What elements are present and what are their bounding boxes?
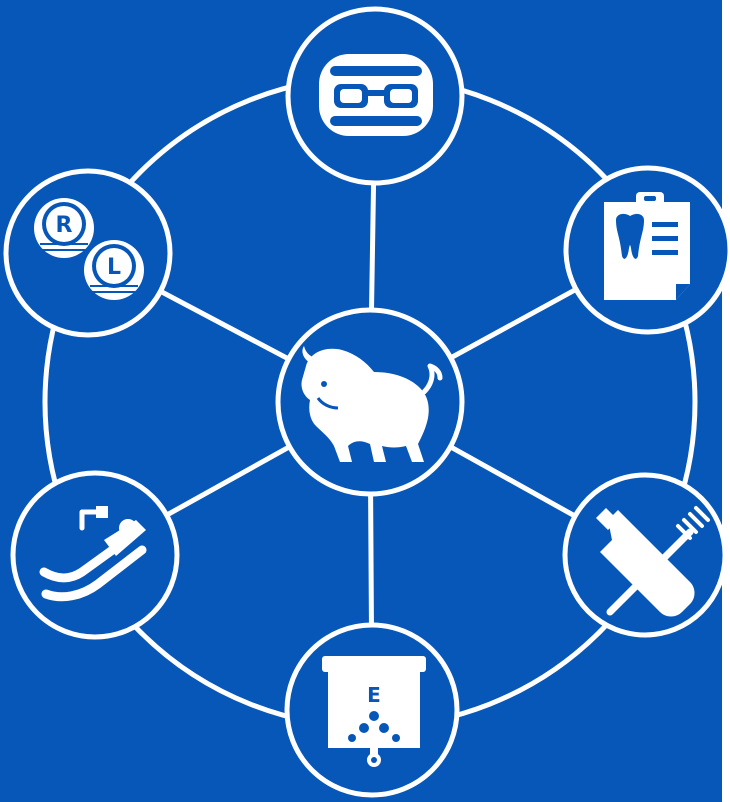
- node-contact-lenses: R L: [3, 168, 173, 338]
- node-dental-chart: [563, 165, 730, 335]
- dental-clipboard-icon: [604, 192, 690, 300]
- toothpaste-toothbrush-icon: [596, 506, 710, 617]
- hub-node: [275, 307, 465, 497]
- lens-r-label: R: [56, 213, 73, 238]
- contact-lens-case-icon: R L: [34, 198, 144, 300]
- node-glasses: [285, 6, 465, 186]
- eye-chart-letter: E: [367, 683, 381, 707]
- dental-chair-icon: [39, 506, 147, 602]
- node-contact-lenses-circle: [3, 168, 173, 338]
- bison-icon: [301, 346, 443, 462]
- node-eye-chart: E: [284, 622, 460, 798]
- node-toothpaste: [562, 472, 728, 638]
- glasses-case-icon: [319, 54, 433, 136]
- lens-l-label: L: [107, 255, 121, 280]
- node-dental-chair: [10, 470, 180, 640]
- eye-chart-icon: E: [322, 656, 426, 767]
- node-dental-chair-circle: [10, 470, 180, 640]
